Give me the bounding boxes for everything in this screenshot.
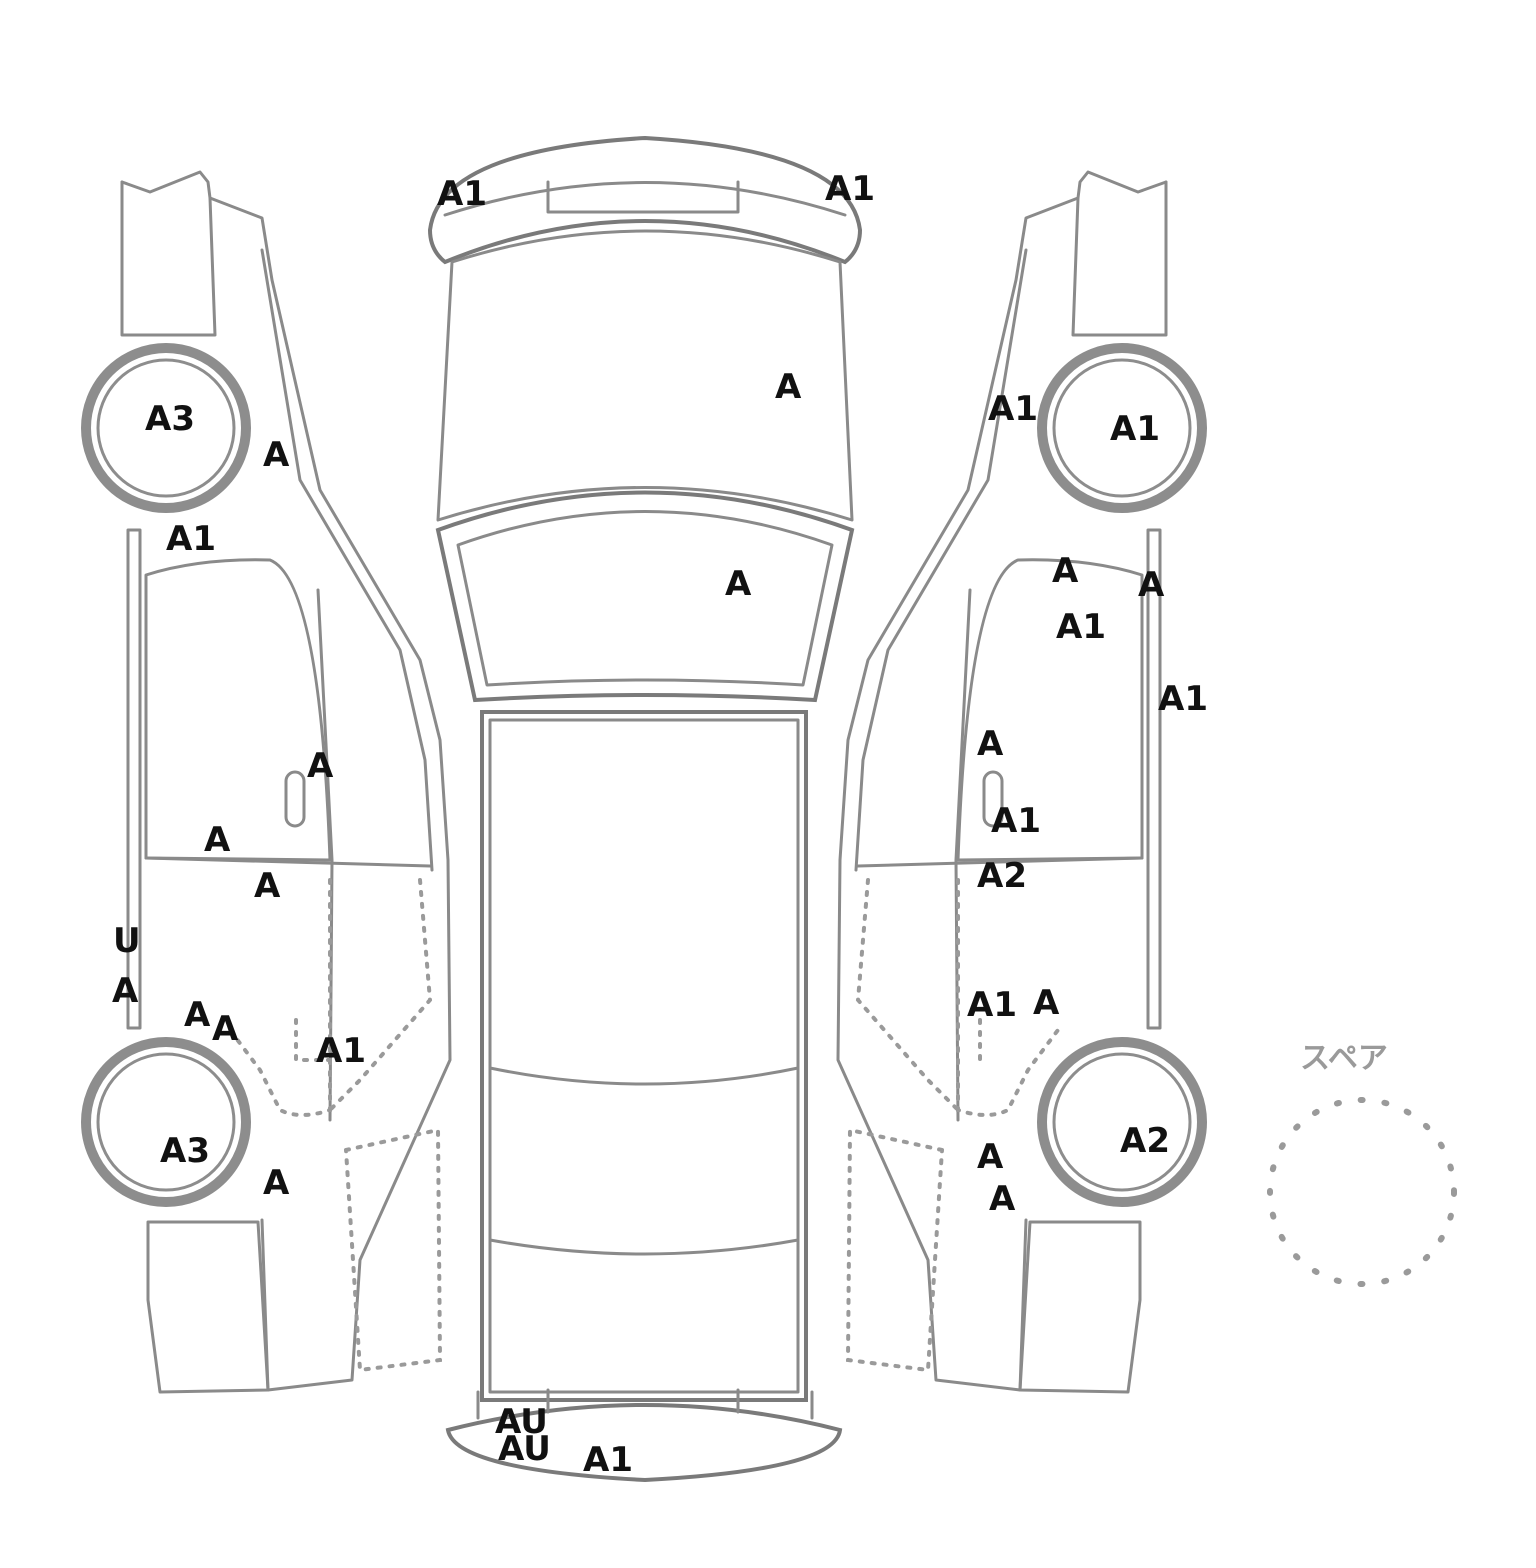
right-rear-tire (1037, 1037, 1207, 1207)
spare-tire-dashed-circle (1267, 1097, 1457, 1287)
mark-left-front-wheel: A3 (145, 399, 195, 439)
mark-bumper-front-left: A1 (437, 174, 487, 214)
mark-left-pillar: A1 (166, 519, 216, 559)
right-front-bumper-line (1071, 180, 1168, 337)
mark-right-rear-door-1: A1 (967, 985, 1017, 1025)
hood-outline (436, 229, 854, 522)
right-front-tire (1037, 343, 1207, 513)
mark-right-sill: A1 (1158, 679, 1208, 719)
roof-outline (480, 710, 808, 1402)
left-front-rim (96, 358, 236, 498)
mark-left-front-door-lower-1: A (204, 820, 231, 860)
left-rear-door-dashed (228, 878, 433, 1117)
left-front-bumper-line (120, 180, 217, 337)
mark-right-rear-quarter-1: A (977, 1137, 1004, 1177)
left-sill-strip (126, 528, 142, 1030)
mark-right-rear-wheel: A2 (1120, 1121, 1170, 1161)
left-rear-handle-dashed (294, 1018, 332, 1062)
roof-line-2 (488, 1238, 800, 1256)
spare-label: スペア (1300, 1041, 1388, 1076)
mark-left-rear-quarter: A (263, 1163, 290, 1203)
left-rear-lower-dashed (344, 1127, 443, 1373)
left-rear-tire (81, 1037, 251, 1207)
mark-windshield: A (725, 564, 752, 604)
mark-left-sill-u: U (113, 921, 141, 961)
left-door-handle (284, 770, 306, 828)
mark-right-door-lower: A1 (991, 801, 1041, 841)
right-rear-lower-dashed (845, 1127, 944, 1373)
mark-left-rear-door: A1 (316, 1031, 366, 1071)
car-top-view (427, 135, 863, 1483)
mark-rear-bumper-2: AU (498, 1429, 551, 1469)
windshield-outline (435, 490, 855, 703)
spare-tire: スペア (1267, 1041, 1457, 1287)
right-door-beltline (856, 856, 1144, 868)
left-rear-bumper (146, 1220, 270, 1394)
car-left-side-view (81, 170, 452, 1394)
left-fender-line (260, 248, 434, 872)
right-front-rim (1052, 358, 1192, 498)
mark-right-front-wheel: A1 (1110, 409, 1160, 449)
right-rear-door-dashed (855, 878, 1060, 1117)
car-right-side-view (836, 170, 1207, 1394)
left-front-tire (81, 343, 251, 513)
mark-left-front-fender: A (263, 435, 290, 475)
mark-left-front-door-handle: A (307, 746, 334, 786)
left-rear-rim (96, 1052, 236, 1192)
right-fender-line (854, 248, 1028, 872)
left-door-pillar (316, 588, 334, 1122)
front-bumper-inner (443, 181, 847, 217)
right-door-pillar (954, 588, 972, 1122)
damage-marks: A1 A1 A A A3 A A1 A A A U A A A A1 A3 A … (112, 169, 1208, 1480)
mark-rear-bumper-3: A1 (583, 1440, 633, 1480)
mark-right-door-bottom: A2 (977, 856, 1027, 896)
mark-left-sill-a: A (112, 971, 139, 1011)
roof-line-1 (488, 1066, 800, 1086)
roof-inner (488, 718, 800, 1394)
mark-left-front-door-lower-2: A (254, 866, 281, 906)
front-bumper-outline (427, 135, 863, 265)
mark-right-door-handle: A (977, 724, 1004, 764)
mark-hood: A (775, 367, 802, 407)
mark-right-front-door-top-2: A (1138, 565, 1165, 605)
right-rear-rim (1052, 1052, 1192, 1192)
right-sill-strip (1146, 528, 1162, 1030)
windshield-inner (456, 510, 834, 687)
mark-right-rear-door-2: A (1033, 983, 1060, 1023)
mark-right-front-door-top-1: A (1052, 551, 1079, 591)
rear-bumper-inner (476, 1388, 814, 1420)
mark-right-front-fender: A1 (988, 389, 1038, 429)
mark-right-rear-quarter-2: A (989, 1179, 1016, 1219)
mark-right-front-door-mid: A1 (1056, 607, 1106, 647)
rear-bumper-outline (445, 1403, 843, 1483)
mark-left-rear-arch-1: A (184, 995, 211, 1035)
mark-rear-bumper-1: AU (495, 1402, 548, 1442)
right-door-handle (982, 770, 1004, 828)
mark-left-rear-arch-2: A (212, 1009, 239, 1049)
right-rear-bumper (1018, 1220, 1142, 1394)
right-front-door (956, 558, 1144, 862)
left-door-beltline (144, 856, 432, 868)
front-grille (546, 180, 740, 214)
left-front-door (144, 558, 332, 862)
mark-bumper-front-right: A1 (825, 169, 875, 209)
mark-left-rear-wheel: A3 (160, 1131, 210, 1171)
